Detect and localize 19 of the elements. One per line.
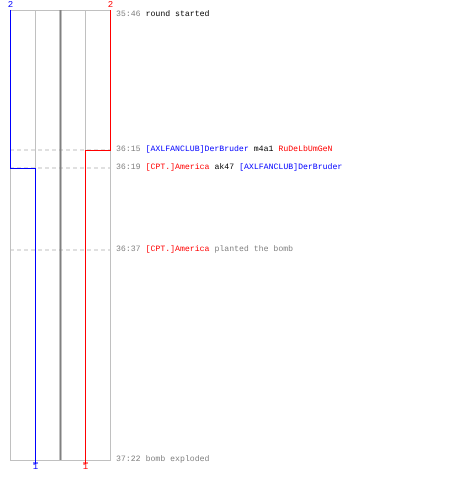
timestamp: 36:19 bbox=[116, 163, 141, 173]
timestamp: 36:15 bbox=[116, 145, 141, 155]
player-name: [CPT.]America bbox=[146, 163, 210, 173]
player-count: 2 bbox=[106, 1, 114, 10]
player-name: RuDeLbUmGeN bbox=[278, 145, 332, 155]
player-count: 2 bbox=[6, 1, 14, 10]
player-count: 1 bbox=[82, 463, 90, 472]
weapon-name: ak47 bbox=[214, 163, 234, 173]
event-text: round started bbox=[146, 10, 210, 20]
player-name: [AXLFANCLUB]DerBruder bbox=[239, 163, 342, 173]
player-name: [AXLFANCLUB]DerBruder bbox=[146, 145, 249, 155]
timestamp: 35:46 bbox=[116, 10, 141, 20]
player-name: [CPT.]America bbox=[146, 245, 210, 255]
timestamp: 36:37 bbox=[116, 245, 141, 255]
player-count: 1 bbox=[32, 463, 40, 472]
event-text: planted the bomb bbox=[214, 245, 294, 255]
weapon-name: m4a1 bbox=[254, 145, 274, 155]
timestamp: 37:22 bbox=[116, 455, 141, 465]
event-text: bomb exploded bbox=[146, 455, 210, 465]
